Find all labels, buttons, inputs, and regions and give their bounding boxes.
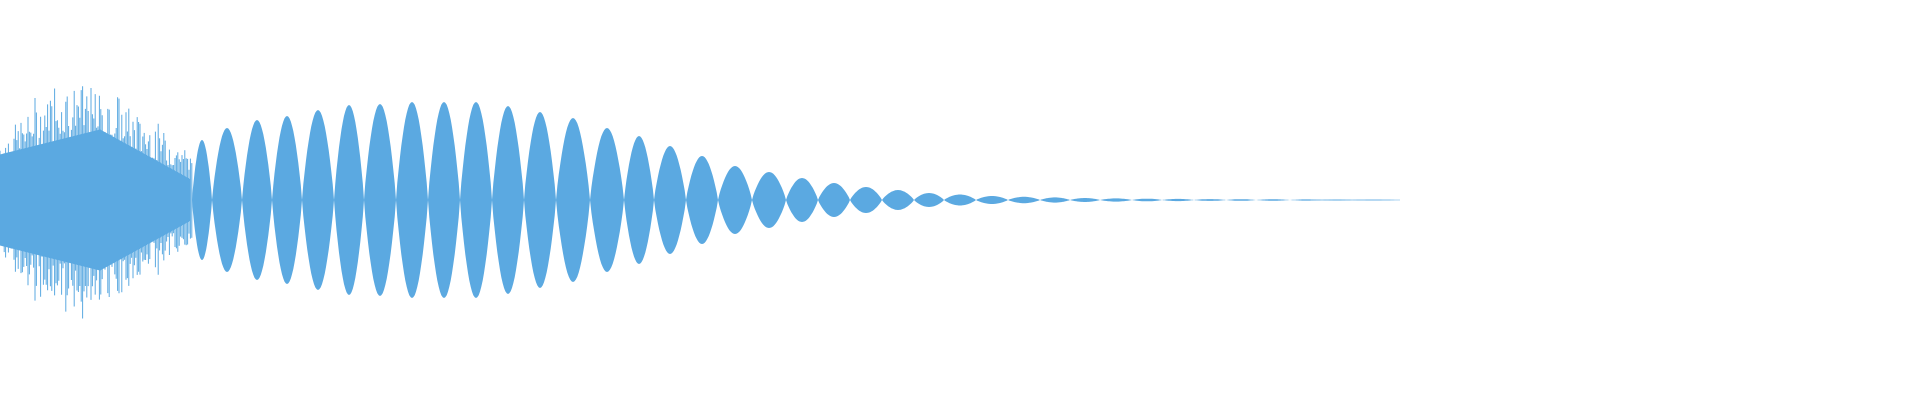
- waveform-decay-tail: [1300, 199, 1400, 201]
- waveform-body: [192, 102, 1395, 298]
- waveform-attack-core: [0, 129, 191, 271]
- waveform-attack-noise: [0, 86, 193, 319]
